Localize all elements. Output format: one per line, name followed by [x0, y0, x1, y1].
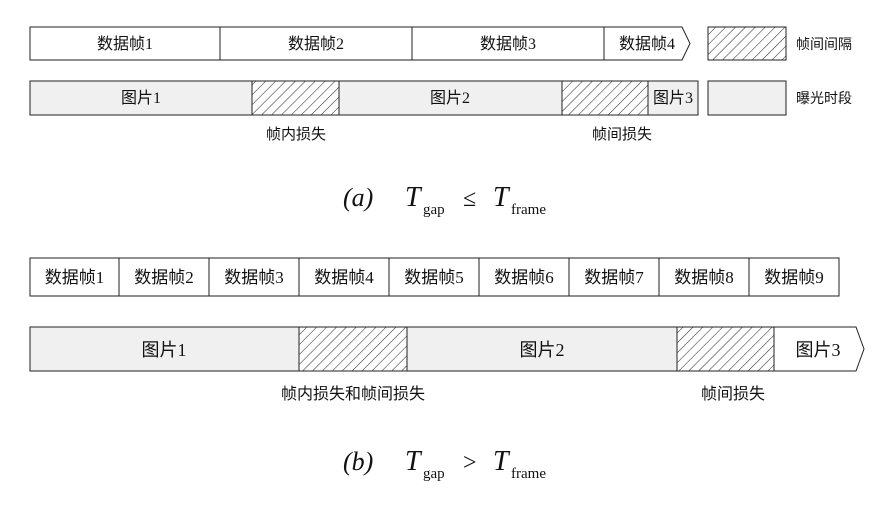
diagram-a-picture-labels: 图片1 图片2 图片3: [121, 89, 693, 107]
diagram-b-picture-row: [29, 326, 865, 372]
diagram-b-data-frame-labels: 数据帧1 数据帧2 数据帧3 数据帧4 数据帧5 数据帧6 数据帧7 数据帧8 …: [45, 268, 824, 287]
diagram-a-data-frame-labels: 数据帧1 数据帧2 数据帧3 数据帧4: [97, 35, 675, 53]
gap-b-1: [298, 326, 408, 372]
diagram-a-data-frame-row: [29, 26, 691, 61]
picture-b-1: [29, 326, 300, 372]
caption-b: (b) T gap > T frame: [343, 446, 546, 482]
data-frame-b-9-label: 数据帧9: [764, 268, 824, 287]
loss-label-b-2: 帧间损失: [701, 385, 765, 403]
loss-label-a-2: 帧间损失: [592, 126, 652, 143]
data-frame-a-4: [603, 26, 691, 61]
data-frame-b-1-label: 数据帧1: [45, 268, 105, 287]
caption-b-rel: >: [463, 450, 477, 476]
picture-b-3-label: 图片3: [796, 340, 841, 360]
data-frame-a-1-label: 数据帧1: [97, 35, 153, 53]
data-frame-a-1: [29, 26, 221, 61]
picture-b-2-label: 图片2: [520, 340, 565, 360]
legend-exposure-label: 曝光时段: [796, 91, 852, 107]
data-frame-b-2-label: 数据帧2: [134, 268, 194, 287]
data-frame-b-6-label: 数据帧6: [494, 268, 554, 287]
data-frame-b-2: [118, 257, 210, 297]
diagram-a: 数据帧1 数据帧2 数据帧3 数据帧4 图片1 图片2 图片3 帧内损失 帧间损…: [29, 26, 699, 218]
data-frame-b-9: [748, 257, 840, 297]
data-frame-b-8: [658, 257, 750, 297]
legend-exposure-swatch: [707, 80, 787, 116]
loss-label-a-1: 帧内损失: [266, 126, 326, 143]
data-frame-b-3-label: 数据帧3: [224, 268, 284, 287]
data-frame-b-5-label: 数据帧5: [404, 268, 464, 287]
data-frame-a-2: [219, 26, 413, 61]
caption-a-sub2: frame: [511, 202, 546, 218]
data-frame-a-3: [411, 26, 605, 61]
picture-a-3-label: 图片3: [653, 89, 693, 107]
data-frame-b-1: [29, 257, 120, 297]
data-frame-a-2-label: 数据帧2: [288, 35, 344, 53]
gap-a-2: [561, 80, 649, 116]
legend-gap-label: 帧间间隔: [796, 37, 852, 53]
caption-a-t2: T: [493, 182, 511, 213]
caption-b-t2: T: [493, 446, 511, 477]
caption-b-paren: (b): [343, 447, 373, 476]
picture-a-2-label: 图片2: [430, 89, 470, 107]
data-frame-b-7-label: 数据帧7: [584, 268, 644, 287]
data-frame-b-7: [568, 257, 660, 297]
data-frame-b-3: [208, 257, 300, 297]
loss-label-b-1: 帧内损失和帧间损失: [281, 385, 425, 403]
diagram-b-data-frame-row: [29, 257, 840, 297]
caption-b-sub2: frame: [511, 466, 546, 482]
picture-a-1: [29, 80, 253, 116]
picture-b-1-label: 图片1: [142, 340, 187, 360]
data-frame-b-5: [388, 257, 480, 297]
picture-a-3: [647, 80, 699, 116]
picture-b-3: [773, 326, 865, 372]
diagram-a-picture-row: [29, 80, 699, 116]
picture-a-1-label: 图片1: [121, 89, 161, 107]
legend: 帧间间隔 曝光时段: [707, 26, 852, 116]
data-frame-b-8-label: 数据帧8: [674, 268, 734, 287]
picture-b-2: [406, 326, 678, 372]
data-frame-b-4: [298, 257, 390, 297]
diagram-b: 数据帧1 数据帧2 数据帧3 数据帧4 数据帧5 数据帧6 数据帧7 数据帧8 …: [29, 257, 865, 482]
diagram-b-picture-labels: 图片1 图片2 图片3: [142, 340, 841, 360]
caption-a: (a) T gap ≤ T frame: [343, 182, 546, 218]
data-frame-b-6: [478, 257, 570, 297]
caption-a-sub1: gap: [423, 202, 445, 218]
gap-a-1: [251, 80, 340, 116]
data-frame-b-4-label: 数据帧4: [314, 268, 374, 287]
caption-b-t1: T: [405, 446, 423, 477]
gap-b-2: [676, 326, 775, 372]
caption-a-t1: T: [405, 182, 423, 213]
caption-a-paren: (a): [343, 183, 373, 212]
data-frame-a-4-label: 数据帧4: [619, 35, 675, 53]
picture-a-2: [338, 80, 563, 116]
caption-b-sub1: gap: [423, 466, 445, 482]
data-frame-a-3-label: 数据帧3: [480, 35, 536, 53]
legend-gap-swatch: [707, 26, 787, 61]
caption-a-rel: ≤: [463, 186, 476, 212]
